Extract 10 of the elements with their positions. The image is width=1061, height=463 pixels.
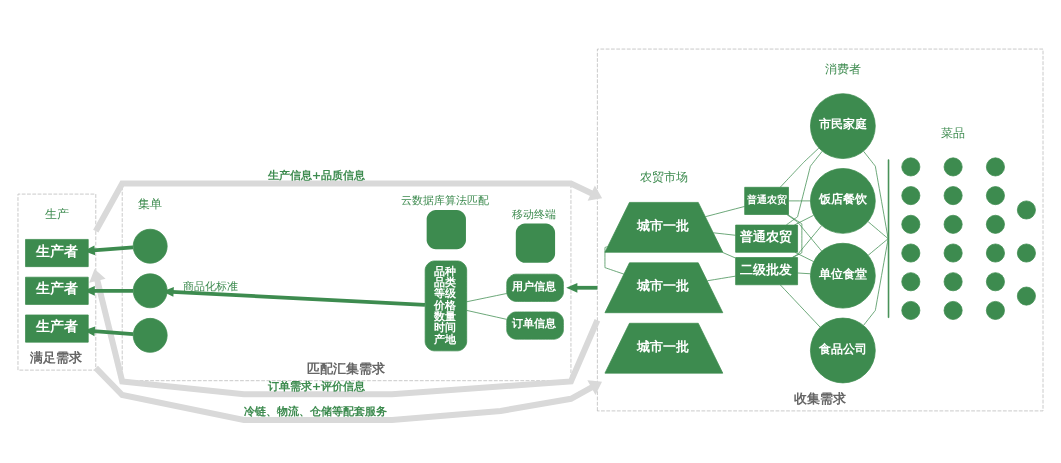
edge-label: 生产信息+品质信息 (267, 168, 366, 182)
node-label: 移动终端 (512, 206, 557, 221)
edge-label: 冷链、物流、仓储等配套服务 (243, 404, 387, 419)
node-label: 云数据库算法匹配 (400, 192, 489, 207)
label: 消费者 (824, 62, 861, 77)
label: 农贸市场 (639, 170, 688, 185)
label: 集单 (138, 197, 163, 212)
label: 生产 (44, 207, 69, 222)
label: 菜品 (941, 125, 966, 140)
edge-label: 商品化标准 (183, 280, 239, 293)
